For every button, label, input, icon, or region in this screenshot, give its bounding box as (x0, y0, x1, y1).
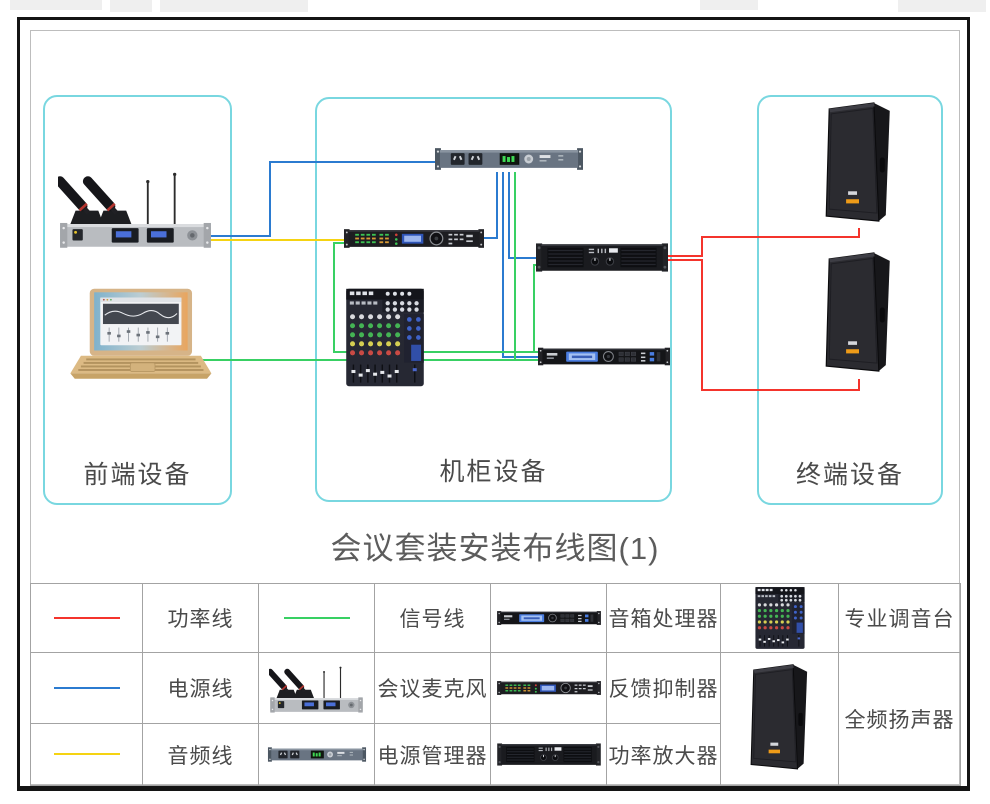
legend-cell (258, 583, 375, 653)
supply-line-sample (53, 686, 120, 689)
legend-table: 功率线 信号线 音箱处理器 专业调音台 电源线 会议麦克风 反馈抑制器 全频扬声… (30, 583, 961, 786)
legend-label-power-amplifier: 功率放大器 (606, 723, 721, 786)
legend-label-power-manager: 电源管理器 (374, 723, 491, 786)
top-edge-thumbnail (160, 0, 308, 12)
top-edge-thumbnail (898, 0, 986, 12)
supply-wire-power-manager-to-amplifier (508, 172, 543, 259)
legend-label-power-line: 功率线 (142, 583, 259, 653)
legend-cell (258, 652, 375, 724)
legend-label-supply-line: 电源线 (142, 652, 259, 724)
signal-line-sample (283, 616, 350, 619)
legend-cell (30, 723, 143, 786)
power-wire-amp-to-top-speaker (661, 228, 860, 257)
legend-label-conference-mic: 会议麦克风 (374, 652, 491, 724)
legend-label-audio-line: 音频线 (142, 723, 259, 786)
laptop-image (65, 287, 215, 384)
mixer-image (344, 287, 426, 388)
speaker-processor-legend-image (497, 609, 601, 627)
supply-wire-power-manager-to-processor (502, 172, 541, 358)
speaker-processor-image (538, 345, 670, 368)
top-edge-thumbnail (700, 0, 758, 10)
zone-terminal-label: 终端设备 (795, 461, 904, 489)
legend-cell (490, 652, 607, 724)
legend-label-feedback-suppressor: 反馈抑制器 (606, 652, 721, 724)
signal-wire-amplifier-to-processor (533, 264, 543, 352)
supply-wire-mic-to-power-manager (205, 161, 443, 237)
zone-rack-devices: 机柜设备 (315, 97, 672, 502)
power-manager-image (435, 146, 583, 172)
outer-black-frame (17, 17, 970, 791)
zone-terminal-devices: 终端设备 (757, 95, 943, 505)
speaker-top-image (818, 100, 900, 229)
mixer-legend-image (754, 586, 806, 650)
legend-label-speaker-processor: 音箱处理器 (606, 583, 721, 653)
legend-cell (30, 583, 143, 653)
legend-cell (490, 583, 607, 653)
zone-front-devices: 前端设备 (43, 95, 232, 505)
zone-front-label: 前端设备 (83, 461, 192, 489)
feedback-suppressor-legend-image (497, 679, 601, 697)
top-edge-thumbnail (110, 0, 152, 12)
audio-line-sample (53, 753, 120, 756)
legend-cell (30, 652, 143, 724)
zone-rack-label: 机柜设备 (439, 458, 548, 486)
legend-label-mixer: 专业调音台 (838, 583, 961, 653)
legend-label-full-range-speaker: 全频扬声器 (838, 652, 961, 786)
power-amplifier-legend-image (497, 740, 601, 769)
conference-mic-legend-image (269, 660, 364, 717)
diagram-title: 会议套装安装布线图(1) (330, 531, 660, 566)
legend-cell (258, 723, 375, 786)
signal-wire-feedback-to-processor (333, 242, 541, 353)
wireless-mic-receiver-image (58, 162, 213, 255)
speaker-bottom-image (818, 250, 900, 379)
feedback-suppressor-image (344, 226, 484, 251)
supply-wire-power-manager-to-feedback (481, 172, 498, 239)
legend-cell (720, 583, 839, 653)
power-amplifier-image (536, 239, 668, 276)
power-wire-amp-to-bottom-speaker (661, 259, 860, 391)
legend-cell (490, 723, 607, 786)
legend-label-signal-line: 信号线 (374, 583, 491, 653)
legend-cell (720, 652, 839, 786)
full-range-speaker-legend-image (745, 662, 815, 776)
power-manager-legend-image (267, 746, 367, 763)
power-line-sample (53, 616, 120, 619)
top-edge-thumbnail (10, 0, 102, 10)
